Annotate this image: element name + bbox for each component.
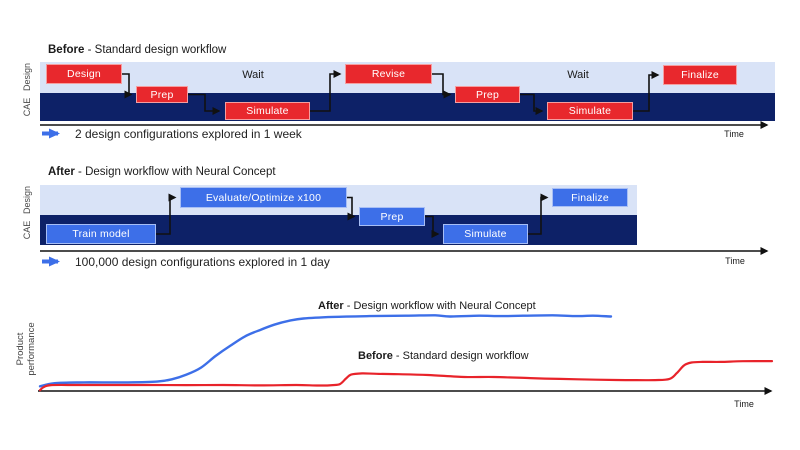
after-task-simulate: Simulate xyxy=(443,224,528,244)
before-task-prep-2: Prep xyxy=(455,86,520,103)
chart-before-label-bold: Before xyxy=(358,350,393,362)
chart-y-axis-label-line1: Product xyxy=(15,332,26,366)
before-task-simulate-1: Simulate xyxy=(225,102,310,120)
chart-after-curve-label: After - Design workflow with Neural Conc… xyxy=(318,300,536,312)
after-legend-text: 100,000 design configurations explored i… xyxy=(75,255,330,269)
after-section-title: After - Design workflow with Neural Conc… xyxy=(48,166,276,178)
after-task-train-model: Train model xyxy=(46,224,156,244)
chart-after-label-rest: - Design workflow with Neural Concept xyxy=(343,300,536,312)
after-task-evaluate-optimize: Evaluate/Optimize x100 xyxy=(180,187,347,208)
chart-time-axis-label: Time xyxy=(734,399,754,409)
chart-before-performance-curve xyxy=(38,360,774,392)
after-task-prep: Prep xyxy=(359,207,425,226)
after-title-rest: - Design workflow with Neural Concept xyxy=(74,166,276,178)
before-task-finalize: Finalize xyxy=(663,65,737,85)
before-task-design: Design xyxy=(46,64,122,84)
before-legend-text: 2 design configurations explored in 1 we… xyxy=(75,127,302,141)
chart-after-label-bold: After xyxy=(318,300,344,312)
before-title-rest: - Standard design workflow xyxy=(84,44,227,56)
after-title-bold: After xyxy=(48,166,75,178)
chart-before-curve-label: Before - Standard design workflow xyxy=(358,350,529,362)
before-lane-label-cae: CAE xyxy=(22,97,32,117)
chart-y-axis-label: Product performance xyxy=(15,304,39,394)
after-time-axis-label: Time xyxy=(725,256,745,266)
before-wait-label-2: Wait xyxy=(567,69,589,81)
chart-before-label-rest: - Standard design workflow xyxy=(392,350,529,362)
after-task-finalize: Finalize xyxy=(552,188,628,207)
before-task-prep-1: Prep xyxy=(136,86,188,103)
before-title-bold: Before xyxy=(48,44,85,56)
before-time-axis-label: Time xyxy=(724,129,744,139)
before-task-simulate-2: Simulate xyxy=(547,102,633,120)
chart-y-axis-label-line2: performance xyxy=(26,322,37,376)
before-section-title: Before - Standard design workflow xyxy=(48,44,226,56)
before-wait-label-1: Wait xyxy=(242,69,264,81)
before-task-revise: Revise xyxy=(345,64,432,84)
after-lane-label-cae: CAE xyxy=(22,220,32,240)
